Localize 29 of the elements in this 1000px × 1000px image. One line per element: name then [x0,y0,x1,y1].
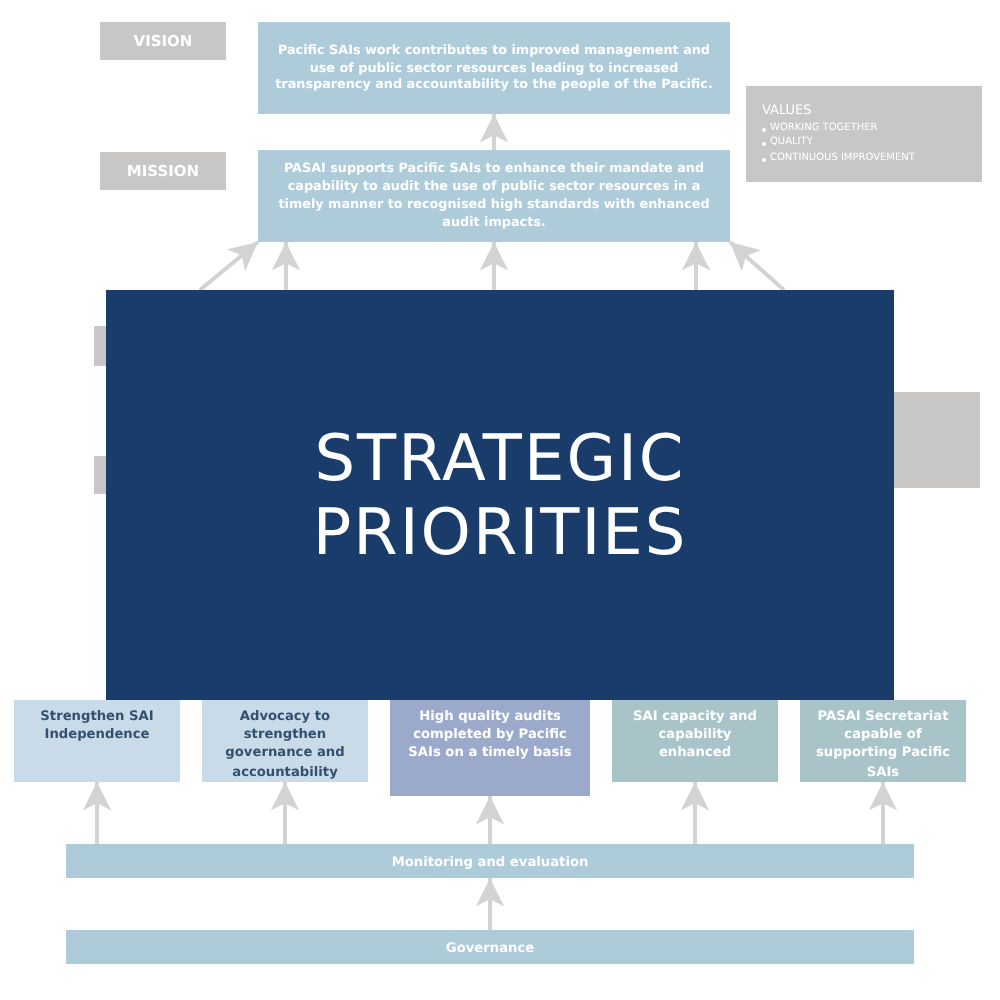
arrow [271,242,301,290]
arrow [680,782,710,844]
arrow [82,782,112,844]
priority-box [612,700,778,782]
priority-box [800,700,966,782]
priority-box [14,700,180,782]
priority-box [202,700,368,782]
title-banner [106,290,894,700]
arrow [868,782,898,844]
arrow [728,240,786,292]
arrow [475,878,505,930]
box-shape [894,392,980,488]
label-tag [100,152,226,190]
label-tag [100,22,226,60]
values-panel [746,86,982,182]
statement-box [258,22,730,114]
box-shape [94,326,106,366]
foundation-bar [66,930,914,964]
arrow [479,242,509,290]
arrow [198,240,260,292]
banner-title: STRATEGIC PRIORITIES [310,421,690,569]
arrow [475,796,505,844]
statement-box [258,150,730,242]
arrow [270,782,300,844]
foundation-bar [66,844,914,878]
arrow [681,242,711,290]
arrow [479,114,509,150]
priority-box [390,700,590,796]
box-shape [94,456,106,494]
